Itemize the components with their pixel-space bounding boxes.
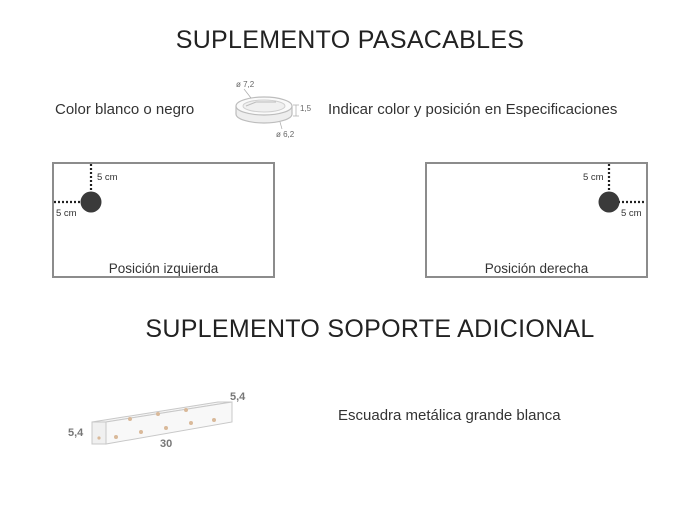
right-side-offset: 5 cm [621,208,642,219]
left-position-box [52,162,275,278]
bracket-width-dim: 5,4 [230,391,246,403]
grommet-height: 1,5 [300,104,312,113]
bracket-length-dim: 30 [160,438,173,450]
section-title-soporte: SUPLEMENTO SOPORTE ADICIONAL [145,315,595,343]
right-position-box [425,162,648,278]
section-title-pasacables: SUPLEMENTO PASACABLES [175,26,525,54]
grommet-top-diameter: ø 7,2 [236,80,255,89]
left-position-label: Posición izquierda [108,261,219,276]
bracket-illustration [91,401,233,445]
grommet-bottom-diameter: ø 6,2 [276,130,295,139]
right-position-label: Posición derecha [484,261,589,276]
right-top-offset: 5 cm [583,172,604,183]
left-top-offset: 5 cm [97,172,118,183]
color-text: Color blanco o negro [55,101,195,118]
bracket-description: Escuadra metálica grande blanca [338,407,561,424]
left-side-offset: 5 cm [56,208,77,219]
grommet-illustration [235,88,299,130]
right-hole-marker [598,164,646,213]
instruction-text: Indicar color y posición en Especificaci… [328,101,618,118]
bracket-height-dim: 5,4 [68,427,84,439]
left-hole-marker [54,164,102,213]
